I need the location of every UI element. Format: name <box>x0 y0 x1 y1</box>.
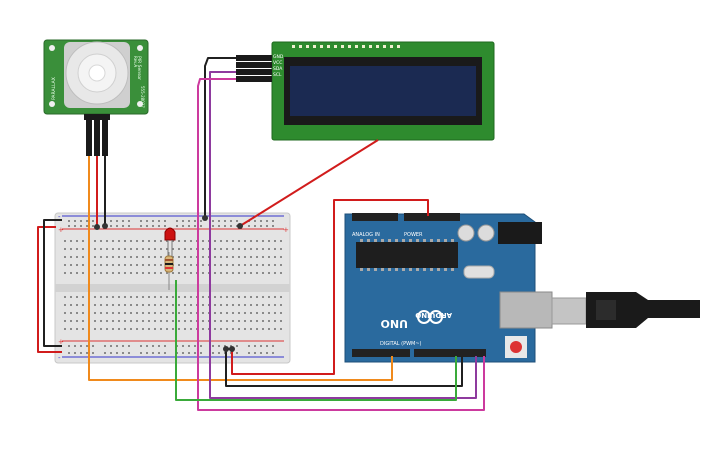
lcd-connector-2 <box>236 62 272 68</box>
rail-plus-label-top-right: + <box>283 226 289 234</box>
wire-red-rail-left <box>37 226 62 353</box>
wire-endpoint <box>102 223 108 229</box>
wire-red-lcd-vcc <box>239 139 379 227</box>
analog-header-label: ANALOG IN <box>352 232 380 238</box>
power-header-label: POWER <box>404 232 423 238</box>
pir-pin-2 <box>94 120 100 156</box>
power-jack <box>498 222 542 244</box>
wire-endpoint <box>94 224 100 230</box>
pir-label-parallax: PARALLAX <box>51 77 57 100</box>
resistor[interactable] <box>164 252 174 290</box>
wire-black-rail-left <box>43 219 62 347</box>
digital-header-high <box>414 349 486 357</box>
atmega-chip <box>356 242 458 268</box>
lcd-screen <box>290 66 476 116</box>
led[interactable] <box>164 227 176 258</box>
rail-minus-label-bottom: - <box>58 354 61 362</box>
lcd-pin-gnd: GND <box>273 54 284 60</box>
usb-port <box>499 291 553 329</box>
wire-endpoint <box>202 215 208 221</box>
capacitor-1 <box>457 224 475 242</box>
reset-button[interactable] <box>510 341 522 353</box>
lcd-pin-sda: SDA <box>273 66 283 72</box>
wire-endpoint <box>237 223 243 229</box>
arduino-uno[interactable]: ANALOG IN POWER DIGITAL (PWM~) ARDUINO U… <box>344 213 553 363</box>
lcd-connector-1 <box>236 55 272 61</box>
lcd-connector-4 <box>236 76 272 82</box>
wire-green-led <box>175 280 457 401</box>
lcd-display[interactable]: GND VCC SDA SCL <box>236 41 495 141</box>
lcd-pin-scl: SCL <box>273 72 282 78</box>
crystal <box>463 265 495 279</box>
pir-label-sub: Rev.A <box>133 56 138 67</box>
wire-purple-lcd-sda <box>209 71 477 399</box>
usb-cable <box>551 292 700 328</box>
digital-header-label: DIGITAL (PWM~) <box>380 341 422 347</box>
wire-endpoint <box>229 346 235 352</box>
wire-orange-pir-signal <box>88 156 393 381</box>
pir-header <box>84 114 110 120</box>
breadboard-holes <box>64 220 282 354</box>
lcd-connector-3 <box>236 69 272 75</box>
power-header-top <box>404 213 460 221</box>
wire-magenta-lcd-scl <box>197 78 485 411</box>
analog-header-top <box>352 213 398 221</box>
lcd-top-pins <box>292 45 400 48</box>
infinity-logo-icon <box>417 310 443 324</box>
rail-plus-label-bottom: + <box>58 338 64 346</box>
wire-endpoint <box>223 346 229 352</box>
pir-label-top: PIR Sensor <box>136 56 142 80</box>
wire-black-lcd-gnd <box>204 57 236 218</box>
lcd-pin-vcc: VCC <box>273 60 282 66</box>
pir-pin-3 <box>102 120 108 156</box>
digital-header-low <box>352 349 410 357</box>
wire-red-power-5v <box>231 199 429 375</box>
rail-minus-label-top: - <box>58 213 61 221</box>
rail-plus-label-top: + <box>58 226 64 234</box>
capacitor-2 <box>477 224 495 242</box>
arduino-model: UNO <box>381 317 409 330</box>
pir-pin-1 <box>86 120 92 156</box>
breadboard: + + - + - <box>54 212 291 364</box>
pir-label-partno: 555-28027 <box>140 86 145 108</box>
arduino-brand: ARDUINO <box>415 311 452 319</box>
wires <box>37 57 485 411</box>
pir-sensor[interactable]: PIR Sensor Rev.A PARALLAX 555-28027 <box>43 39 149 156</box>
